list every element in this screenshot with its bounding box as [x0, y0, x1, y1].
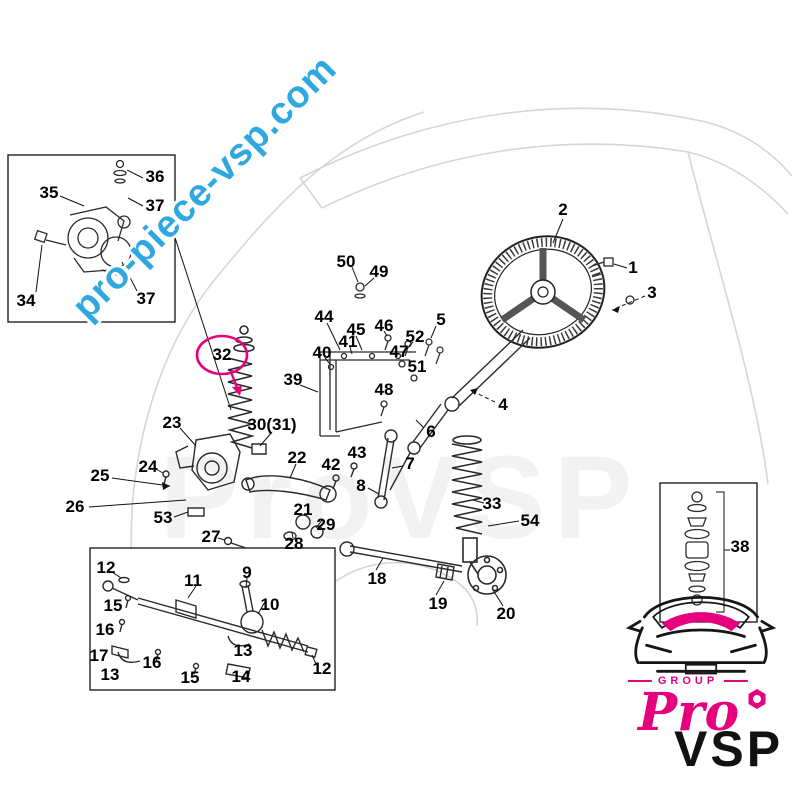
inset-box-brake — [7, 154, 176, 323]
logo-group-line-left — [627, 680, 652, 682]
logo-group-row: GROUP — [627, 675, 749, 687]
steering-rack — [102, 576, 318, 679]
lower-control-arm — [223, 462, 358, 549]
wheel-leader-lines — [552, 218, 646, 313]
inset-brake-leader-lines — [35, 169, 232, 411]
center-watermark-text: ProVSP — [159, 432, 641, 564]
steering-knuckle — [162, 433, 267, 517]
steering-wheel — [480, 235, 606, 349]
logo-vsp-text: VSP — [674, 721, 784, 777]
wheel-fasteners — [591, 257, 635, 305]
bracket-leader-lines — [299, 266, 414, 393]
logo-pro-text: Pro — [638, 682, 740, 743]
tie-rod-leader-lines — [367, 465, 404, 495]
column-leader-lines — [415, 325, 496, 429]
hex-nut-icon — [748, 689, 766, 709]
arm-leader-lines — [217, 463, 324, 541]
logo-car-icon — [625, 595, 777, 675]
strut-assembly — [451, 435, 507, 595]
strut-leader-lines — [472, 499, 520, 607]
left-leader-lines — [88, 427, 273, 518]
shaft-leader-lines — [375, 557, 445, 596]
steering-column — [389, 329, 531, 491]
tie-rod-link — [374, 429, 398, 509]
part-32-highlight — [195, 334, 249, 396]
logo-group-line-right — [724, 680, 749, 682]
inset-brake-assembly — [33, 159, 135, 277]
rack-leader-lines — [111, 571, 317, 665]
strut-mount-stack — [684, 491, 730, 613]
column-bracket — [319, 282, 418, 437]
column-bolts — [424, 338, 444, 365]
drive-shaft — [339, 541, 463, 581]
provsp-logo: GROUP Pro VSP — [608, 580, 794, 795]
logo-group-text: GROUP — [657, 675, 719, 687]
